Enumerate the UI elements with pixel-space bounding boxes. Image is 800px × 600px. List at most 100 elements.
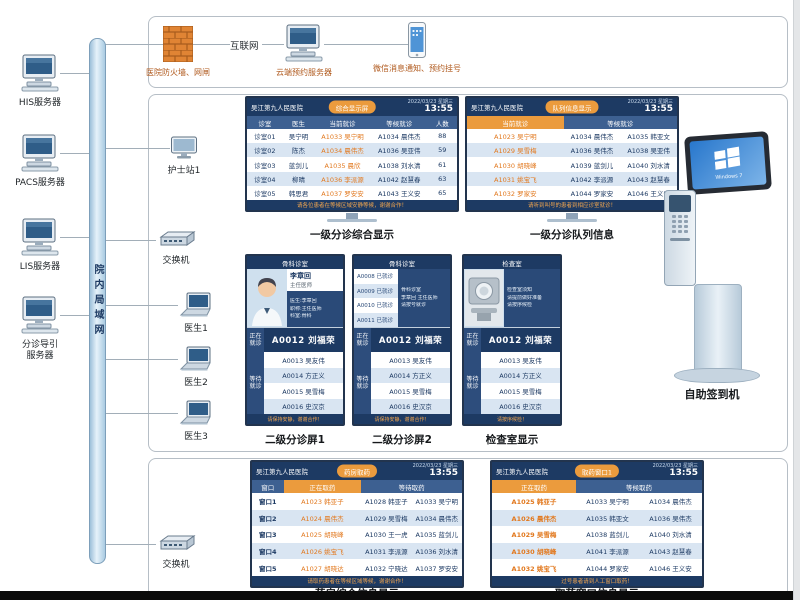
waiting-row: A0014 方正义 — [371, 367, 450, 383]
table-body: A1023 吴宁明 A1034 晨伟杰 A1035 韩亚文 A1029 吴雪梅 … — [467, 129, 677, 200]
waiting-cell: A1029 吴雪梅 — [365, 514, 408, 523]
network-wire — [104, 359, 178, 360]
wechat-phone-node: 微信消息通知、预约挂号 — [338, 22, 496, 74]
waiting-cell: A1035 韩亚文 — [586, 514, 629, 523]
table-row: 诊室03 蓝剑儿 A1035 晨欣 A1038 刘水清 61 — [247, 157, 457, 171]
current-cell: A1033 吴宁明 — [321, 133, 364, 142]
screen-badge: 队列信息显示 — [545, 100, 599, 114]
marquee-text: 请取药患者在等候区域等候，谢谢合作！ — [252, 576, 462, 586]
pharmacy-window-screen: 吴江第九人民医院 取药窗口1 2022/03/23 星期三 13:55 正在取药… — [490, 460, 704, 588]
info-line: 科室:骨科 — [290, 313, 312, 320]
table-row: A1026 晨伟杰 A1035 韩亚文 A1036 吴伟杰 — [492, 509, 702, 527]
col-window: 窗口 — [261, 483, 275, 492]
current-cell: A1025 胡晓峰 — [301, 531, 344, 540]
clock: 2022/03/23 星期三 13:55 — [408, 100, 453, 114]
marquee-text: 请保持安静，谢谢合作！ — [354, 414, 450, 424]
monitor-icon — [170, 136, 198, 164]
current-number: A0012 刘福荣 — [371, 328, 450, 352]
waiting-cell: A1034 晨伟杰 — [570, 133, 614, 142]
current-cell: A1023 韩亚子 — [301, 498, 344, 507]
current-cell: A1029 吴雪梅 — [494, 147, 537, 156]
waiting-row: A0016 史汉京 — [371, 398, 450, 414]
waiting-row: A0015 吴雪梅 — [282, 387, 325, 396]
count-cell: 61 — [438, 160, 447, 169]
screen-header: 吴江第九人民医院 取药窗口1 2022/03/23 星期三 13:55 — [492, 462, 702, 480]
current-label: 正在就诊 — [247, 328, 264, 352]
table-row: 诊室05 韩思君 A1037 罗安安 A1043 王义安 65 — [247, 186, 457, 200]
kiosk-mini-screen — [669, 195, 691, 212]
current-cell: A1026 晨伟杰 — [511, 514, 557, 523]
marquee-text: 请各位患者在等候区域安静等候，谢谢合作！ — [247, 200, 457, 210]
waiting-row: A0014 方正义 — [264, 367, 343, 383]
current-cell: A1032 罗家安 — [494, 189, 537, 198]
switch-bottom-node: 交换机 — [150, 534, 202, 571]
lan-label: 院内局域网 — [92, 263, 103, 339]
current-cell: A1026 姚宝飞 — [301, 548, 344, 557]
vertical-scrollbar[interactable] — [793, 0, 800, 600]
waiting-row: A0016 史汉京 — [481, 398, 560, 414]
desktop-computer-icon — [20, 218, 60, 260]
machine-info-area: 检查室须知请提前做好准备请按序候检 — [464, 269, 560, 328]
col-current: 当前就诊 — [467, 116, 564, 129]
screen-stand — [317, 213, 387, 222]
caption-exam-room: 检查室显示 — [485, 434, 539, 446]
pacs-server-node: PACS服务器 — [2, 134, 78, 189]
current-cell: A1030 胡晓峰 — [494, 161, 537, 170]
current-cell: A1024 晨伟杰 — [301, 514, 344, 523]
screen-header: 吴江第九人民医院 药房取药 2022/03/23 星期三 13:55 — [252, 462, 462, 480]
bottom-black-bar — [0, 591, 800, 600]
caption-level1-comprehensive: 一级分诊综合显示 — [310, 229, 394, 241]
lis-server-label: LIS服务器 — [19, 262, 61, 272]
network-wire — [104, 413, 178, 414]
col-waiting: 等待取药 — [398, 483, 425, 492]
network-wire — [60, 153, 89, 154]
date-text: 2022/03/23 星期三 — [652, 463, 698, 469]
waiting-row: A0015 吴雪梅 — [499, 387, 542, 396]
waiting-cell: A1034 晨伟杰 — [415, 514, 459, 523]
doctor-detail: 李章回 主任医师 医生:李章回职称:主任医师科室:骨科 — [287, 269, 343, 327]
current-label: 正在就诊 — [464, 328, 481, 352]
waiting-cell: A1038 吴亚伟 — [627, 147, 670, 156]
current-number: A0012 刘福荣 — [264, 328, 343, 352]
doctor-title: 主任医师 — [290, 283, 313, 289]
table-row: A1025 韩亚子 A1033 吴宁明 A1034 晨伟杰 — [492, 493, 702, 510]
kiosk-base — [674, 368, 760, 383]
waiting-cell: A1031 李派源 — [365, 548, 408, 557]
kiosk-keypad — [672, 215, 688, 233]
doctor-cell: 韩思君 — [288, 189, 309, 198]
current-patient-block: 正在就诊 A0012 刘福荣 — [247, 328, 343, 352]
room-cell: 诊室01 — [254, 133, 276, 142]
waiting-cell: A1040 刘水清 — [649, 531, 692, 540]
done-row: A0010 已就诊 — [357, 303, 394, 310]
waiting-label: 等待就诊 — [247, 352, 264, 414]
clock: 2022/03/23 星期三 13:55 — [413, 464, 458, 478]
internet-label: 互联网 — [230, 41, 259, 52]
level1-queue-screen: 吴江第九人民医院 队列信息显示 2022/03/23 星期三 13:55 当前就… — [465, 96, 679, 212]
current-cell: A1035 晨欣 — [324, 161, 361, 170]
waiting-cell: A1035 韩亚文 — [627, 133, 670, 142]
marquee-text: 过号患者请到人工窗口取药！ — [492, 576, 702, 586]
count-cell: 88 — [438, 132, 447, 141]
waiting-label: 等待就诊 — [354, 352, 371, 414]
waiting-cell: A1033 吴宁明 — [415, 498, 459, 507]
level2-screen-1: 骨科诊室 李章回 主任医师 医生:李章回职称:主任医师科室:骨科 正在就诊 A0… — [245, 254, 345, 426]
table-row: A1023 吴宁明 A1034 晨伟杰 A1035 韩亚文 — [467, 129, 677, 143]
cloud-reservation-server-node: 云端预约服务器 — [258, 24, 350, 78]
waiting-cell: A1046 王义安 — [649, 564, 692, 573]
hospital-name: 吴江第九人民医院 — [251, 104, 303, 112]
caption-level2-1: 二级分诊屏1 — [265, 434, 325, 446]
time-text: 13:55 — [644, 104, 673, 114]
exam-detail: 检查室须知请提前做好准备请按序候检 — [504, 269, 560, 327]
done-row: A0008 已就诊 — [357, 274, 394, 281]
waiting-cell: A1033 吴宁明 — [586, 498, 629, 507]
screen-badge: 综合显示屏 — [328, 100, 376, 114]
switch-bottom-label: 交换机 — [162, 560, 190, 570]
waiting-cell: A1036 吴伟杰 — [570, 147, 614, 156]
waiting-cell: A1046 王义安 — [627, 189, 670, 198]
zone-cloud-frame — [148, 16, 788, 88]
kiosk-screen-content: Windows 7 — [689, 136, 767, 190]
